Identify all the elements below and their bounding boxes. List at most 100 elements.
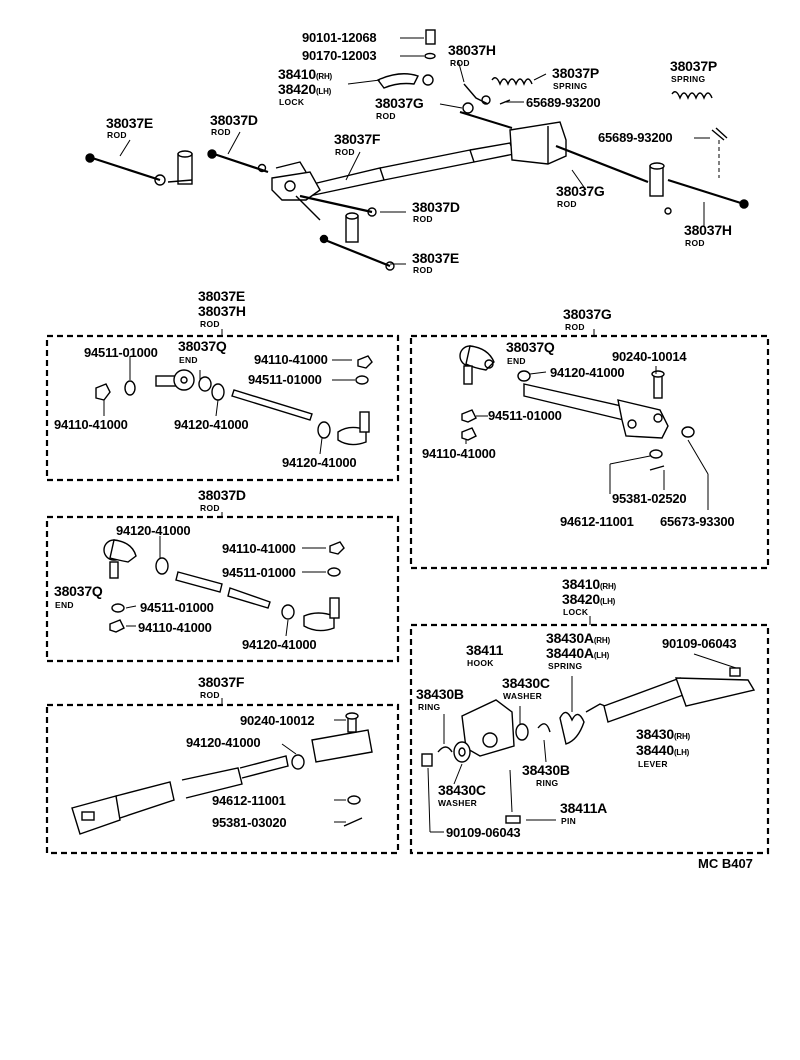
s1-part-38037Q: 38037Q xyxy=(178,338,227,354)
part-number-38037E-bottom: 38037E xyxy=(412,250,460,266)
section1-parts xyxy=(95,355,373,446)
s2-part-94511-01000: 94511-01000 xyxy=(488,408,562,423)
s5-part-38430C-a: 38430C xyxy=(502,675,550,691)
section4-parts xyxy=(71,712,373,835)
part-desc-rod-E-topleft: ROD xyxy=(107,130,127,140)
s5-part-desc-lever: LEVER xyxy=(638,759,668,769)
s3-part-38037Q: 38037Q xyxy=(54,583,103,599)
part-desc-rod-F-top: ROD xyxy=(335,147,355,157)
s2-part-94120-41000: 94120-41000 xyxy=(550,365,625,380)
part-number-38420-top: 38420(LH) xyxy=(278,81,332,97)
s3-part-94511-01000-b: 94511-01000 xyxy=(140,600,214,615)
s5-part-desc-pin: PIN xyxy=(561,816,577,826)
lh-suffix: (LH) xyxy=(593,651,610,660)
s2-part-38037Q: 38037Q xyxy=(506,339,555,355)
s1-part-desc-end: END xyxy=(179,355,198,365)
section2-title-38037G: 38037G xyxy=(563,306,612,322)
s2-part-desc-end: END xyxy=(507,356,526,366)
part-number-65689-93200-b: 65689-93200 xyxy=(598,130,673,145)
part-number-90170-12003: 90170-12003 xyxy=(302,48,377,63)
s1-part-94511-01000-a: 94511-01000 xyxy=(84,345,158,360)
part-desc-rod-H-right: ROD xyxy=(685,238,705,248)
top-assembly-drawing xyxy=(85,29,749,271)
s2-part-65673-93300: 65673-93300 xyxy=(660,514,735,529)
section2-leaders xyxy=(465,366,709,510)
rh-suffix: (RH) xyxy=(673,732,691,741)
s5-part-desc-hook: HOOK xyxy=(467,658,494,668)
part-desc-rod-D-mid: ROD xyxy=(413,214,433,224)
part-number-65689-93200-a: 65689-93200 xyxy=(526,95,601,110)
s2-part-94612-11001: 94612-11001 xyxy=(560,514,634,529)
part-desc-rod-D-topleft: ROD xyxy=(211,127,231,137)
s5-part-38430C-b: 38430C xyxy=(438,782,486,798)
s2-part-94110-41000: 94110-41000 xyxy=(422,446,496,461)
rh-suffix: (RH) xyxy=(315,72,333,81)
section1-title-38037E: 38037E xyxy=(198,288,246,304)
s4-part-94120-41000: 94120-41000 xyxy=(186,735,261,750)
section1-title-38037H: 38037H xyxy=(198,303,246,319)
s3-part-94120-41000-b: 94120-41000 xyxy=(242,637,317,652)
part-number-38037E-topleft: 38037E xyxy=(106,115,154,131)
s5-part-90109-06043-b: 90109-06043 xyxy=(446,825,521,840)
s5-part-38430B-b: 38430B xyxy=(522,762,570,778)
s5-part-38440A: 38440A(LH) xyxy=(546,645,610,661)
section5-title-lock: LOCK xyxy=(563,607,589,617)
part-number-90101-12068: 90101-12068 xyxy=(302,30,377,45)
s5-part-38411A: 38411A xyxy=(560,800,608,816)
s4-part-90240-10012: 90240-10012 xyxy=(240,713,315,728)
part-number-38410-top: 38410(RH) xyxy=(278,66,333,82)
s1-part-94110-41000-a: 94110-41000 xyxy=(254,352,328,367)
rh-suffix: (RH) xyxy=(599,582,617,591)
s3-part-94120-41000-a: 94120-41000 xyxy=(116,523,191,538)
section4-leaders xyxy=(281,719,346,823)
section3-title-38037D: 38037D xyxy=(198,487,246,503)
s1-part-94511-01000-b: 94511-01000 xyxy=(248,372,322,387)
part-desc-rod-H-top: ROD xyxy=(450,58,470,68)
s5-part-38430B-a: 38430B xyxy=(416,686,464,702)
s5-part-desc-washer-b: WASHER xyxy=(438,798,478,808)
section2-title-rod: ROD xyxy=(565,322,585,332)
diagram-reference-code: MC B407 xyxy=(698,856,753,871)
s1-part-94120-41000-a: 94120-41000 xyxy=(174,417,249,432)
section1-leaders xyxy=(103,356,355,455)
section5-leaders xyxy=(427,653,737,833)
s3-part-desc-end: END xyxy=(55,600,74,610)
section5-parts xyxy=(421,667,756,824)
part-number-38037D-topleft: 38037D xyxy=(210,112,258,128)
s3-part-94110-41000-a: 94110-41000 xyxy=(222,541,296,556)
s5-part-desc-ring-a: RING xyxy=(418,702,441,712)
s3-part-94511-01000-a: 94511-01000 xyxy=(222,565,296,580)
part-desc-rod-G-top: ROD xyxy=(376,111,396,121)
rh-suffix: (RH) xyxy=(593,636,610,645)
s1-part-94110-41000-b: 94110-41000 xyxy=(54,417,128,432)
s4-part-95381-03020: 95381-03020 xyxy=(212,815,287,830)
s4-part-94612-11001: 94612-11001 xyxy=(212,793,286,808)
section2-parts xyxy=(459,345,695,471)
s2-part-95381-02520: 95381-02520 xyxy=(612,491,687,506)
part-number-38037F-top: 38037F xyxy=(334,131,381,147)
part-desc-lock-top: LOCK xyxy=(279,97,305,107)
s5-part-38440-lever: 38440(LH) xyxy=(636,742,690,758)
part-desc-rod-E-bottom: ROD xyxy=(413,265,433,275)
section5-title-38410: 38410(RH) xyxy=(562,576,617,592)
section-title-leaders xyxy=(221,329,595,705)
section3-title-rod: ROD xyxy=(200,503,220,513)
part-number-38037H-right: 38037H xyxy=(684,222,732,238)
lh-suffix: (LH) xyxy=(673,748,690,757)
s5-part-38430A: 38430A(RH) xyxy=(546,630,610,646)
lh-suffix: (LH) xyxy=(599,597,616,606)
s5-part-90109-06043-a: 90109-06043 xyxy=(662,636,737,651)
section4-title-rod: ROD xyxy=(200,690,220,700)
lh-suffix: (LH) xyxy=(315,87,332,96)
s2-part-90240-10014: 90240-10014 xyxy=(612,349,687,364)
part-number-38037P-mid: 38037P xyxy=(552,65,600,81)
s1-part-94120-41000-b: 94120-41000 xyxy=(282,455,357,470)
s5-part-38430-lever: 38430(RH) xyxy=(636,726,691,742)
top-leader-lines xyxy=(119,37,710,265)
part-desc-spring-right: SPRING xyxy=(671,74,706,84)
s3-part-94110-41000-b: 94110-41000 xyxy=(138,620,212,635)
part-desc-rod-G-mid: ROD xyxy=(557,199,577,209)
section1-title-rod: ROD xyxy=(200,319,220,329)
part-number-38037D-mid: 38037D xyxy=(412,199,460,215)
